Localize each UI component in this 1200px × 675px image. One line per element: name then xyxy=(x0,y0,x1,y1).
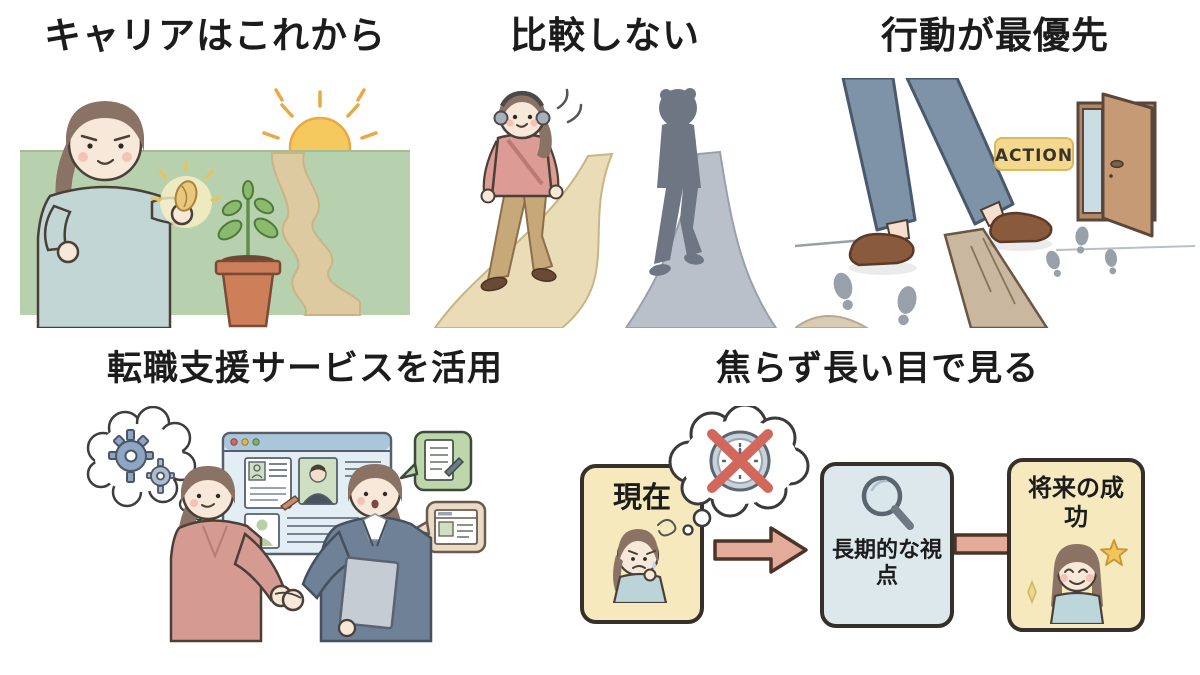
flow-step-longterm-label: 長期的な視点 xyxy=(832,538,943,590)
star-icon xyxy=(1100,538,1128,566)
potted-sprout xyxy=(214,180,282,328)
flow-step-present-label: 現在 xyxy=(612,480,671,514)
action-sign: ACTION xyxy=(994,137,1074,171)
panel-compare: 比較しない xyxy=(430,14,780,328)
document-icon xyxy=(424,439,464,481)
compare-illustration-svg xyxy=(433,88,778,328)
rock-mound xyxy=(795,315,869,328)
magnifier-icon xyxy=(861,475,914,530)
panel-support-title: 転職支援サービスを活用 xyxy=(106,349,503,389)
thinking-bubble xyxy=(86,406,204,521)
action-illustration-svg: ACTION xyxy=(795,78,1195,328)
door-handle xyxy=(1110,159,1124,169)
ground-crack xyxy=(943,227,1049,328)
advisor-woman xyxy=(301,464,433,643)
silhouette-figure xyxy=(649,88,704,276)
panel-longview-title: 焦らず長い目で見る xyxy=(715,349,1040,389)
walking-woman xyxy=(480,88,583,292)
panel-career-title: キャリアはこれから xyxy=(44,14,386,57)
woman-with-seed xyxy=(36,101,222,328)
sparkle-icon xyxy=(1027,579,1037,604)
flow-step-success: 将来の成功 xyxy=(1007,458,1145,632)
other-path xyxy=(624,150,778,328)
footprints xyxy=(833,226,1118,326)
document-bubble xyxy=(399,430,473,492)
doorway xyxy=(1082,108,1103,214)
gear-icon xyxy=(108,429,175,494)
flow-step-longterm: 長期的な視点 xyxy=(820,462,954,628)
panel-longview: 焦らず長い目で見る 現在 xyxy=(555,350,1200,664)
worried-woman xyxy=(612,518,677,603)
support-illustration xyxy=(75,406,535,654)
compare-illustration xyxy=(430,78,780,328)
flow-step-success-label: 将来の成功 xyxy=(1028,474,1124,531)
panel-action: 行動が最優先 xyxy=(795,14,1195,328)
browser-icon xyxy=(434,509,478,545)
longview-flow-diagram: 現在 xyxy=(555,406,1200,664)
winding-path xyxy=(270,152,361,316)
seed-icon xyxy=(174,180,198,212)
sweat-drop xyxy=(652,560,656,569)
career-illustration xyxy=(20,78,410,328)
panel-career: キャリアはこれから xyxy=(20,14,410,328)
pen-icon xyxy=(279,495,301,511)
career-illustration-svg xyxy=(20,88,410,328)
arrow-right-icon xyxy=(713,526,808,574)
website-bubble xyxy=(411,500,487,554)
motion-swoosh xyxy=(556,88,583,124)
panel-support: 転職支援サービスを活用 xyxy=(75,350,535,654)
own-path xyxy=(433,152,614,328)
open-door xyxy=(1076,92,1157,238)
action-sign-label: ACTION xyxy=(995,146,1073,166)
no-rush-thought-bubble xyxy=(668,406,810,536)
striding-legs xyxy=(841,78,1053,275)
headphones-icon xyxy=(493,90,551,126)
stress-squiggle xyxy=(657,518,677,537)
support-illustration-svg xyxy=(86,406,487,643)
handshake xyxy=(269,584,305,612)
panel-action-title: 行動が最優先 xyxy=(881,14,1109,57)
smiling-woman xyxy=(1027,538,1128,624)
action-illustration: ACTION xyxy=(795,78,1195,328)
folder-icon xyxy=(338,556,400,630)
panel-compare-title: 比較しない xyxy=(510,14,700,57)
red-x-icon xyxy=(707,429,773,493)
